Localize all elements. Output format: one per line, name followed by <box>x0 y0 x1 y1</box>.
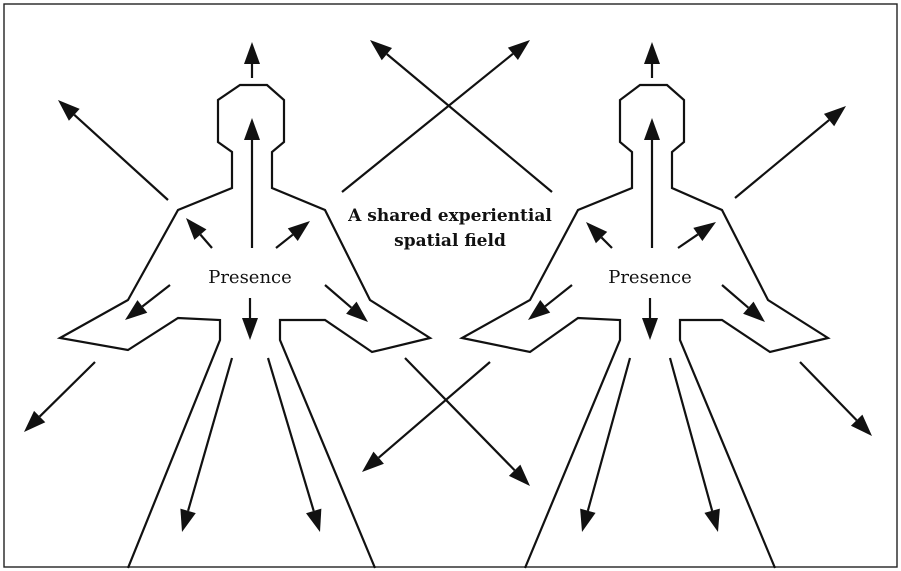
left-torso-arrow <box>242 298 258 340</box>
right-figure-outline <box>462 85 828 568</box>
left-figure-outline <box>60 85 430 568</box>
right-head-arrow <box>644 118 660 248</box>
left-head-arrow <box>244 118 260 248</box>
arrowhead-icon <box>704 509 719 532</box>
right-leg-right-arrow <box>670 358 720 532</box>
arrowhead-icon <box>508 40 530 60</box>
right-chest-right-arrow <box>678 222 716 248</box>
arrowhead-icon <box>642 318 658 340</box>
arrowhead-icon <box>244 42 260 64</box>
left-presence-label: Presence <box>208 267 292 288</box>
arrowhead-icon <box>244 118 260 140</box>
right-lower-right-arrow <box>800 362 872 436</box>
arrow-layer <box>24 40 872 532</box>
left-lower-left-arrow <box>24 362 95 432</box>
right-up-arrow <box>644 42 660 78</box>
arrowhead-icon <box>580 509 595 532</box>
right-leg-left-arrow <box>580 358 630 532</box>
arrowhead-icon <box>528 300 550 320</box>
left-chest-left-arrow <box>186 218 212 248</box>
left-up-arrow <box>244 42 260 78</box>
right-presence-label: Presence <box>608 267 692 288</box>
arrowhead-icon <box>288 221 310 241</box>
arrowhead-icon <box>644 118 660 140</box>
right-chest-left-arrow <box>586 222 612 248</box>
left-leg-left-arrow <box>180 358 232 532</box>
left-chest-right-arrow <box>276 221 310 248</box>
left-arm-right-arrow <box>325 285 368 322</box>
right-upper-right-arrow <box>735 106 846 198</box>
right-arm-right-arrow <box>722 285 765 322</box>
cross-up-left-arrow <box>370 40 552 192</box>
left-leg-right-arrow <box>268 358 321 532</box>
arrowhead-icon <box>824 106 846 126</box>
shared-field-label-line1: A shared experiential <box>347 206 552 226</box>
figure-frame <box>4 4 897 567</box>
arrowhead-icon <box>693 222 716 241</box>
arrowhead-icon <box>644 42 660 64</box>
left-upper-left-arrow <box>58 100 168 200</box>
left-lower-right-arrow <box>405 358 530 486</box>
right-torso-arrow <box>642 298 658 340</box>
arrowhead-icon <box>125 300 147 320</box>
arrowhead-icon <box>180 509 195 532</box>
arrowhead-icon <box>370 40 392 60</box>
arrowhead-icon <box>242 318 258 340</box>
cross-up-right-arrow <box>342 40 530 192</box>
arrowhead-icon <box>306 509 321 532</box>
left-arm-left-arrow <box>125 285 170 320</box>
shared-field-label-line2: spatial field <box>394 231 506 251</box>
